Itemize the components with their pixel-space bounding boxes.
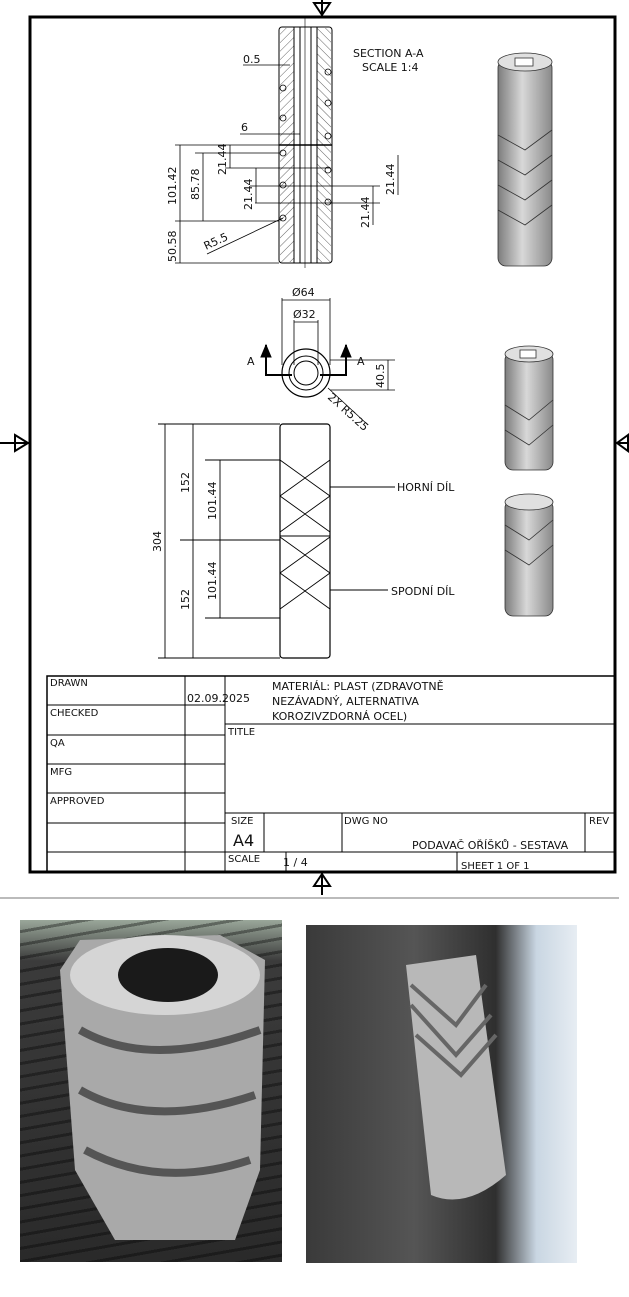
material-line-1: MATERIÁL: PLAST (ZDRAVOTNĚ	[272, 680, 444, 693]
dim-85-78: 85.78	[189, 169, 202, 201]
title-block	[46, 675, 616, 873]
dim-21-44-a: 21.44	[216, 144, 229, 176]
qa-label: QA	[50, 738, 65, 749]
material-line-2: NEZÁVADNÝ, ALTERNATIVA	[272, 695, 419, 708]
dwg-no-value: PODAVAČ OŘÍŠKŮ - SESTAVA	[412, 839, 569, 852]
iso-render-assembly	[497, 52, 553, 267]
section-scale: SCALE 1:4	[362, 61, 418, 74]
dim-152-upper: 152	[179, 472, 192, 493]
dim-2x-r5-25: 2X R5.25	[325, 391, 371, 434]
dim-304: 304	[151, 531, 164, 552]
mfg-label: MFG	[50, 767, 72, 778]
section-marker-left: A	[247, 355, 255, 368]
section-view: 0.5 6 101.42 85.78 21.44 21.44 50.58 R5.…	[166, 17, 424, 268]
iso-render-upper	[504, 345, 554, 471]
callout-upper-part: HORNÍ DÍL	[397, 481, 455, 494]
dim-21-44-d: 21.44	[359, 197, 372, 229]
scale-value: 1 / 4	[283, 856, 308, 869]
dim-101-44-lower: 101.44	[206, 562, 219, 601]
dim-40-5: 40.5	[374, 364, 387, 389]
material-line-3: KOROZIVZDORNÁ OCEL)	[272, 710, 407, 723]
dim-6: 6	[241, 121, 248, 134]
drawn-date: 02.09.2025	[187, 692, 250, 705]
rev-label: REV	[589, 816, 609, 827]
front-view	[158, 423, 395, 659]
title-label: TITLE	[227, 727, 255, 738]
size-label: SIZE	[231, 816, 253, 827]
dwg-no-label: DWG NO	[344, 816, 388, 827]
dim-outer-diameter: Ø64	[292, 286, 315, 299]
checked-label: CHECKED	[50, 708, 99, 719]
photo-machined-part-top	[20, 920, 282, 1262]
section-marker-right: A	[357, 355, 365, 368]
dim-101-44-upper: 101.44	[206, 482, 219, 521]
sheet-label: SHEET 1 OF 1	[461, 861, 530, 872]
size-value: A4	[233, 831, 254, 850]
section-title: SECTION A-A	[353, 47, 424, 60]
dim-0-5: 0.5	[243, 53, 261, 66]
dim-21-44-b: 21.44	[242, 179, 255, 211]
scale-label: SCALE	[228, 854, 260, 865]
dim-21-44-c: 21.44	[384, 164, 397, 196]
technical-drawing: 0.5 6 101.42 85.78 21.44 21.44 50.58 R5.…	[0, 0, 629, 899]
iso-render-lower	[504, 493, 554, 617]
dim-101-42: 101.42	[166, 167, 179, 206]
dim-inner-diameter: Ø32	[293, 308, 316, 321]
dim-152-lower: 152	[179, 589, 192, 610]
top-view	[260, 298, 395, 426]
callout-lower-part: SPODNÍ DÍL	[391, 585, 455, 598]
center-markers	[0, 0, 629, 895]
approved-label: APPROVED	[50, 796, 105, 807]
photo-machined-part-side	[306, 925, 577, 1263]
drawn-label: DRAWN	[50, 678, 88, 689]
dim-50-58: 50.58	[166, 231, 179, 263]
